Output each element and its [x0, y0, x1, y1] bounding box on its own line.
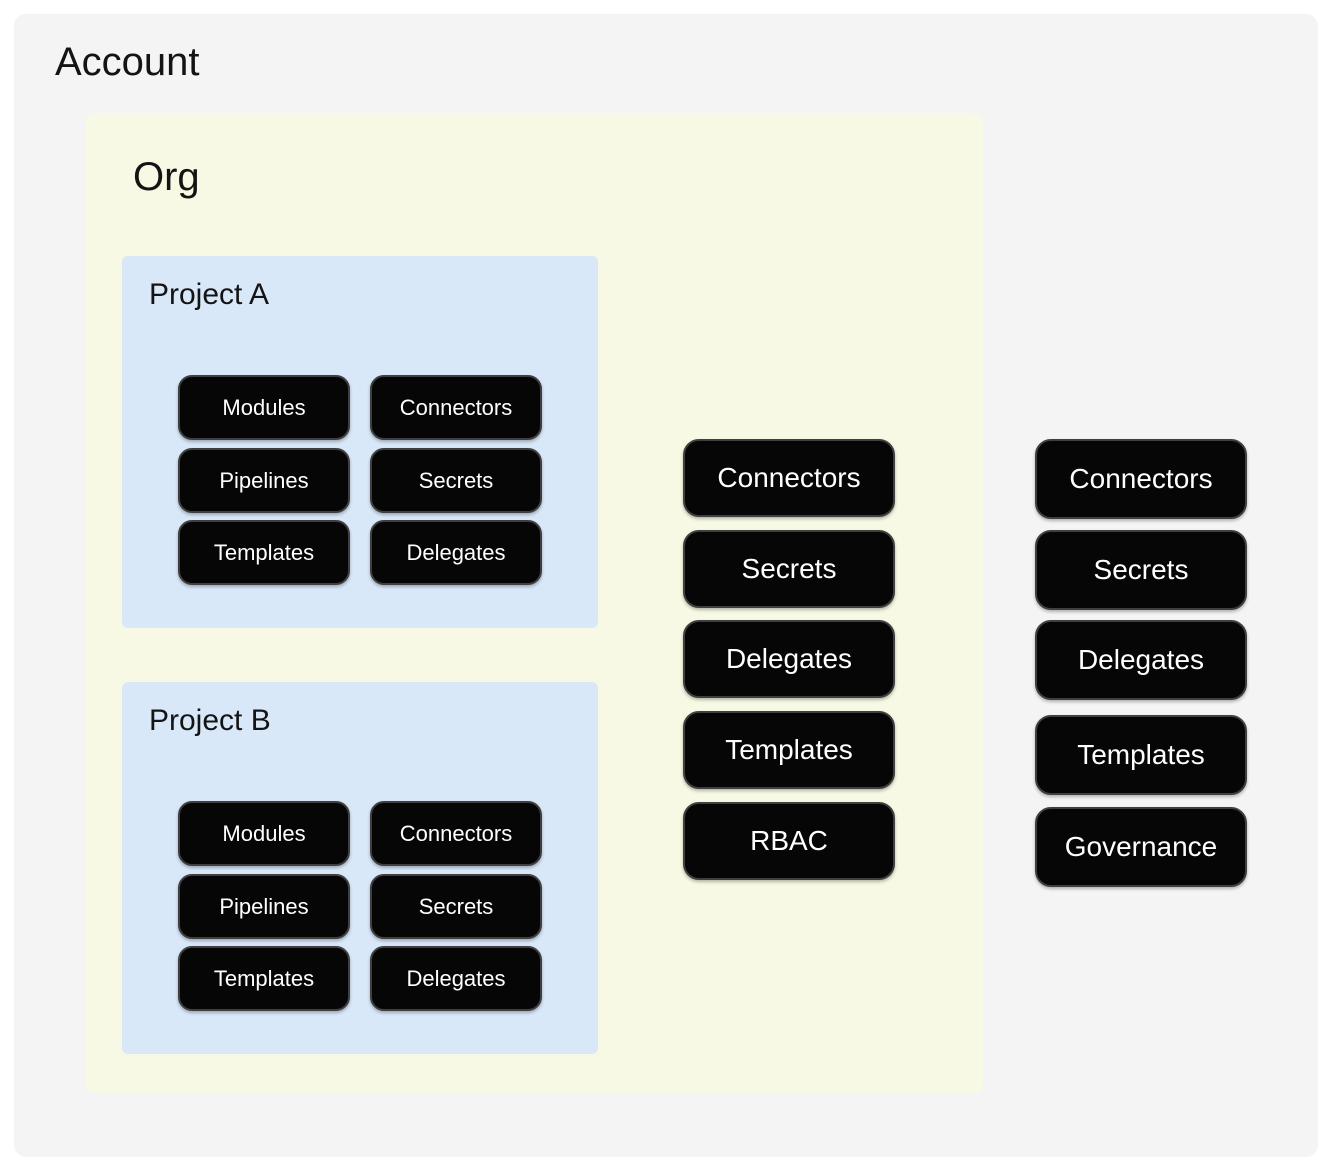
project-a-connectors-node: Connectors [370, 375, 542, 440]
project-a-templates-node: Templates [178, 520, 350, 585]
project-b-delegates-node: Delegates [370, 946, 542, 1011]
account-title: Account [55, 40, 200, 84]
project-b-secrets-node: Secrets [370, 874, 542, 939]
org-connectors-node: Connectors [683, 439, 895, 517]
account-templates-node: Templates [1035, 715, 1247, 795]
project-b-pipelines-node: Pipelines [178, 874, 350, 939]
project-a-panel: Project A Modules Connectors Pipelines S… [122, 256, 598, 628]
account-secrets-node: Secrets [1035, 530, 1247, 610]
project-a-title: Project A [149, 278, 270, 311]
org-scope-panel: Org Project A Modules Connectors Pipelin… [85, 113, 983, 1093]
account-delegates-node: Delegates [1035, 620, 1247, 700]
project-a-pipelines-node: Pipelines [178, 448, 350, 513]
project-b-connectors-node: Connectors [370, 801, 542, 866]
org-rbac-node: RBAC [683, 802, 895, 880]
org-title: Org [133, 155, 200, 199]
account-connectors-node: Connectors [1035, 439, 1247, 519]
project-a-secrets-node: Secrets [370, 448, 542, 513]
project-b-panel: Project B Modules Connectors Pipelines S… [122, 682, 598, 1054]
project-b-modules-node: Modules [178, 801, 350, 866]
project-a-modules-node: Modules [178, 375, 350, 440]
project-b-title: Project B [149, 704, 271, 737]
account-scope-panel: Account Org Project A Modules Connectors… [14, 14, 1318, 1157]
project-a-delegates-node: Delegates [370, 520, 542, 585]
project-b-templates-node: Templates [178, 946, 350, 1011]
org-secrets-node: Secrets [683, 530, 895, 608]
org-delegates-node: Delegates [683, 620, 895, 698]
account-governance-node: Governance [1035, 807, 1247, 887]
org-templates-node: Templates [683, 711, 895, 789]
